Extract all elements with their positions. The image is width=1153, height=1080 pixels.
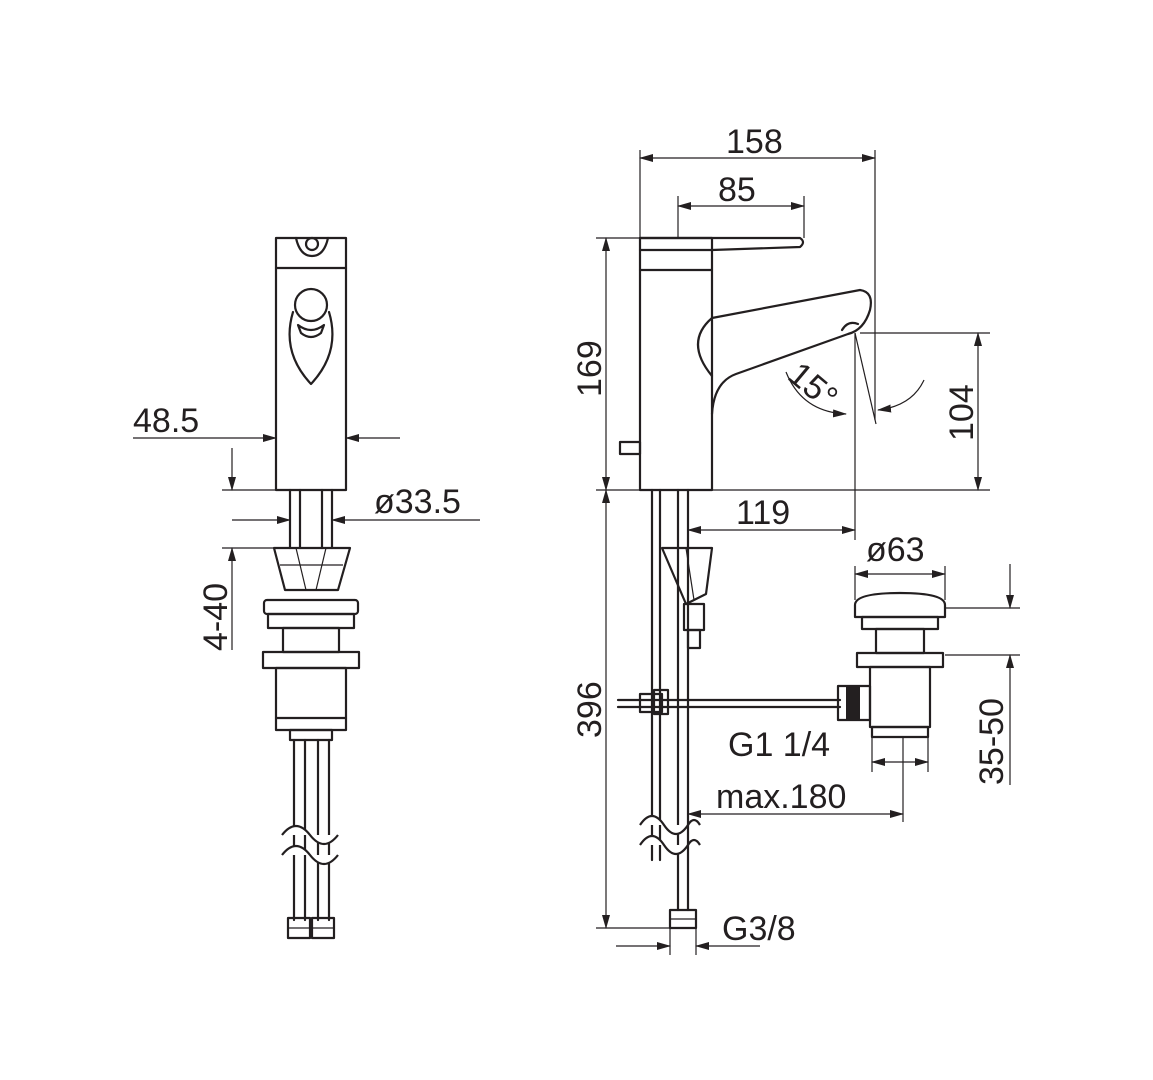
dim-spout-handle: 85 [718, 171, 756, 209]
dim-spout-angle: 15° [781, 355, 845, 417]
side-body [638, 236, 714, 492]
dim-body-depth: 48.5 [133, 402, 199, 440]
side-view [616, 236, 947, 930]
dim-waste-range: 35-50 [973, 698, 1011, 785]
dim-height-body: 169 [571, 340, 609, 397]
front-body [274, 236, 348, 492]
dim-waste-diameter: ø63 [866, 531, 925, 569]
dim-deck-thickness: 4-40 [197, 583, 235, 651]
dim-spout-reach: 119 [736, 494, 790, 532]
front-dimensions: 48.5 ø33.5 4-40 [133, 402, 480, 651]
dim-width-overall: 158 [726, 123, 783, 161]
front-view [261, 236, 361, 940]
dim-spout-height: 104 [943, 384, 981, 441]
dim-rod-max: max.180 [716, 778, 846, 816]
dim-hose-length: 396 [571, 681, 609, 738]
dim-waste-thread: G1 1/4 [728, 726, 830, 764]
dim-hose-thread: G3/8 [722, 910, 796, 948]
dim-hole-diameter: ø33.5 [374, 483, 461, 521]
